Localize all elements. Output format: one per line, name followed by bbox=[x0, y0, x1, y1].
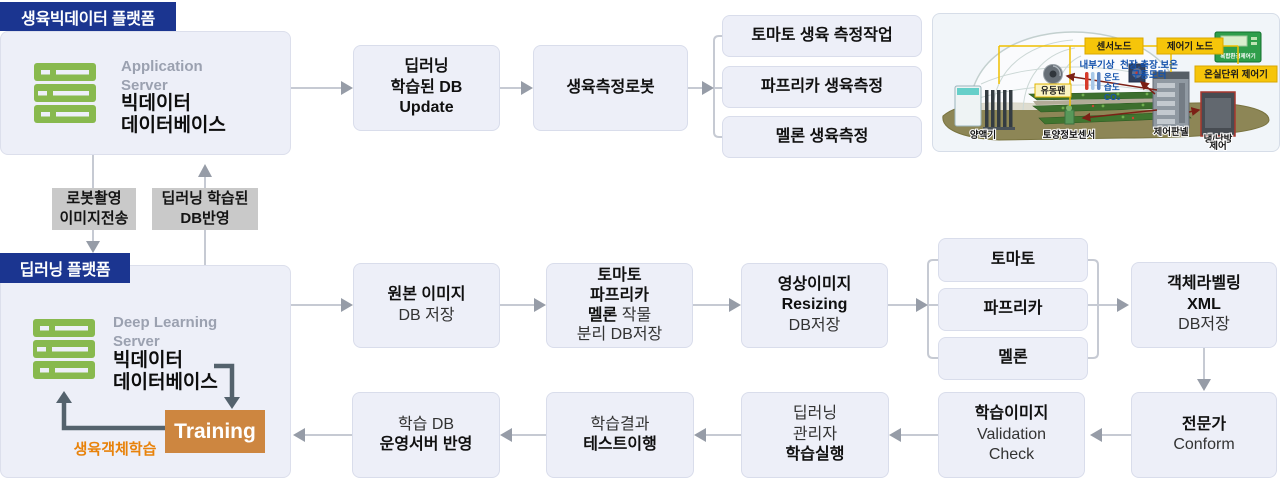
humidity-label: 습도 bbox=[1104, 82, 1120, 92]
chip-db-apply: 딥러닝 학습된 DB반영 bbox=[152, 188, 258, 230]
flow-box-measure-robot: 생육측정로봇 bbox=[533, 45, 688, 131]
task-box-paprika: 파프리카 생육측정 bbox=[722, 66, 922, 108]
panel-label: 제어판넬 bbox=[1154, 126, 1189, 138]
soil-sensor-device bbox=[1064, 105, 1075, 125]
database-label: 빅데이터 데이터베이스 bbox=[121, 93, 226, 137]
flow-box-training-exec: 딥러닝 관리자 학습실행 bbox=[741, 392, 889, 478]
greenhouse-illustration: 복합환경제어기 센서노드 bbox=[932, 13, 1280, 152]
thermometer-icons bbox=[1085, 72, 1101, 90]
nutrient-label: 양액기 bbox=[970, 129, 996, 141]
bigdata-platform-box: Application Server 빅데이터 데이터베이스 bbox=[0, 31, 291, 155]
greenhouse-scene: 복합환경제어기 센서노드 bbox=[942, 31, 1278, 151]
crop-box-tomato: 토마토 bbox=[938, 238, 1088, 282]
deep-platform-box: Deep Learning Server 빅데이터 데이터베이스 bbox=[0, 265, 291, 478]
task-box-tomato: 토마토 생육 측정작업 bbox=[722, 15, 922, 57]
drive-motor-device bbox=[1128, 63, 1146, 83]
task-box-melon: 멜론 생육측정 bbox=[722, 116, 922, 158]
hvac-label-1: 냉/난방 bbox=[1204, 133, 1233, 145]
flow-box-original-image: 원본 이미지 DB 저장 bbox=[353, 263, 500, 348]
hvac-device bbox=[1200, 91, 1236, 137]
co2-label: CO₂ bbox=[1104, 92, 1121, 102]
server-icon bbox=[34, 63, 96, 123]
blue-labels: 내부기상 천장.측장.보온 구동모터 온도 습도 CO₂ bbox=[1080, 59, 1179, 102]
bigdata-platform-header: 생육빅데이터 플랫폼 bbox=[0, 2, 176, 31]
bracket-crops-left bbox=[927, 259, 938, 359]
flow-box-object-labeling: 객체라벨링 XML DB저장 bbox=[1131, 262, 1277, 348]
flow-box-deploy: 학습 DB 운영서버 반영 bbox=[352, 392, 500, 478]
fan-device bbox=[1043, 64, 1063, 84]
flow-box-crop-separation: 토마토 파프리카 멜론 작물 분리 DB저장 bbox=[546, 263, 693, 348]
controller-node-chip: 제어기 노드 bbox=[1167, 41, 1214, 53]
database-label: 빅데이터 데이터베이스 bbox=[113, 350, 218, 394]
training-box: Training bbox=[165, 410, 265, 453]
weather-label: 내부기상 bbox=[1080, 59, 1115, 71]
server-type-label: Application Server bbox=[121, 58, 203, 94]
server-icon bbox=[33, 319, 95, 379]
deep-platform-header: 딥러닝 플랫폼 bbox=[0, 253, 130, 283]
nutrient-machine bbox=[954, 85, 1015, 130]
sensor-node-chip: 센서노드 bbox=[1097, 41, 1132, 53]
soil-label: 토양정보센서 bbox=[1043, 129, 1095, 141]
bracket-crops-right bbox=[1088, 259, 1099, 359]
device-labels: 양액기 토양정보센서 제어판넬 냉/난방 제어 bbox=[969, 125, 1234, 151]
motor-label-1: 천장.측장.보온 bbox=[1120, 59, 1178, 71]
label-chips: 센서노드 제어기 노드 온실단위 제어기 유동팬 bbox=[1034, 37, 1278, 98]
flow-box-resizing: 영상이미지 Resizing DB저장 bbox=[741, 263, 888, 348]
motor-label-2: 구동모터 bbox=[1132, 69, 1167, 81]
flow-box-test-run: 학습결과 테스트이행 bbox=[546, 392, 694, 478]
growth-object-learning-label: 생육객체학습 bbox=[73, 441, 157, 458]
temp-label: 온도 bbox=[1104, 72, 1120, 82]
flow-box-validation-check: 학습이미지 Validation Check bbox=[938, 392, 1085, 478]
bracket-tasks bbox=[713, 35, 722, 138]
fan-chip: 유동팬 bbox=[1041, 85, 1066, 96]
flow-box-db-update: 딥러닝 학습된 DB Update bbox=[353, 45, 500, 131]
server-type-label: Deep Learning Server bbox=[113, 314, 218, 350]
hvac-label-2: 제어 bbox=[1209, 140, 1226, 151]
flow-box-expert-conform: 전문가 Conform bbox=[1131, 392, 1277, 478]
chip-robot-image-transfer: 로봇촬영 이미지전송 bbox=[52, 188, 136, 230]
crop-box-paprika: 파프리카 bbox=[938, 288, 1088, 331]
unit-controller-chip: 온실단위 제어기 bbox=[1204, 69, 1268, 81]
control-panel-device bbox=[1152, 71, 1190, 129]
crop-box-melon: 멜론 bbox=[938, 337, 1088, 380]
control-arrows bbox=[1065, 72, 1201, 122]
